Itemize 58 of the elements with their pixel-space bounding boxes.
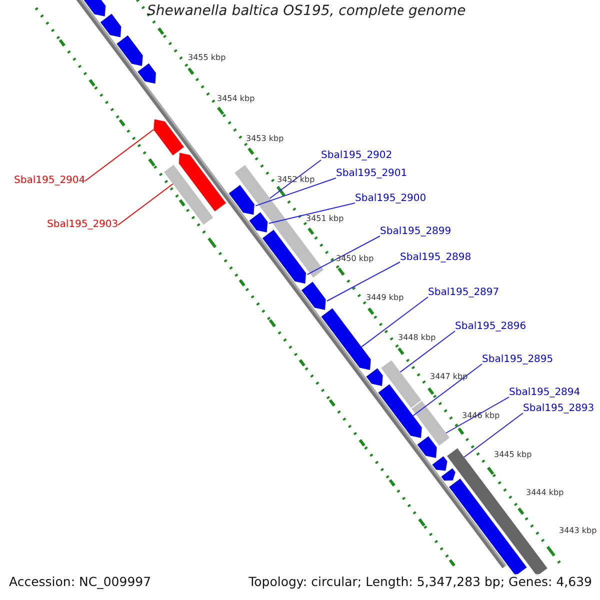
gene-label: Sbal195_2900 [355,193,426,204]
gene-label: Sbal195_2899 [380,226,452,238]
gene-label: Sbal195_2893 [523,403,594,414]
gene-feature [154,119,184,156]
gene-feature [417,436,437,458]
gene-label: Sbal195_2895 [482,354,554,366]
position-label: 3451 kbp [306,214,344,224]
gene-bar [234,165,324,278]
position-label: 3450 kbp [336,254,374,264]
gene-label: Sbal195_2901 [336,168,408,180]
gene-feature [262,230,306,284]
gene-bar [412,401,450,446]
leader-line [306,236,380,276]
position-label: 3453 kbp [246,134,284,144]
leader-line [118,183,174,226]
position-label: 3445 kbp [494,450,532,460]
gene-bar [164,164,214,225]
gene-feature [366,368,383,386]
position-label: 3452 kbp [277,175,315,184]
gene-feature [441,468,456,481]
gene-bar [447,448,548,576]
leader-line [269,160,322,199]
gene-feature [432,456,448,471]
gene-label: Sbal195_2894 [509,387,580,398]
position-label: 3448 kbp [398,333,436,342]
gene-feature [228,185,254,215]
gene-feature [178,152,226,212]
gene-bar [381,360,422,408]
position-label: 3444 kbp [526,488,564,498]
leader-line [326,262,400,302]
leader-line [255,178,336,206]
leader-line [446,396,510,434]
leader-line [412,364,482,416]
gene-bar [449,478,527,576]
gene-label: Sbal195_2897 [428,287,500,298]
genome-summary-label: Topology: circular; Length: 5,347,283 bp; Genes: 4,639 [246,574,594,590]
position-label: 3454 kbp [217,94,255,104]
position-label: 3443 kbp [559,526,597,536]
leader-line [464,412,524,458]
position-label: 3449 kbp [366,293,404,302]
gene-feature [100,14,122,38]
position-label: 3455 kbp [188,53,226,62]
leader-line [400,330,456,373]
gene-label: Sbal195_2898 [400,252,472,264]
gene-label: Sbal195_2902 [321,150,392,162]
gene-feature [249,212,268,232]
leader-line [268,202,356,224]
leader-line [360,296,428,348]
gene-feature [378,384,422,438]
gene-feature [138,63,156,84]
gene-label: Sbal195_2903 [47,219,118,230]
leader-line [84,129,154,182]
gene-label: Sbal195_2896 [455,321,526,332]
gene-label: Sbal195_2904 [14,175,86,186]
gene-feature [301,282,326,310]
gene-feature [116,35,143,66]
gene-feature [321,308,371,370]
map-title: Shewanella baltica OS195, complete genome [147,3,466,20]
